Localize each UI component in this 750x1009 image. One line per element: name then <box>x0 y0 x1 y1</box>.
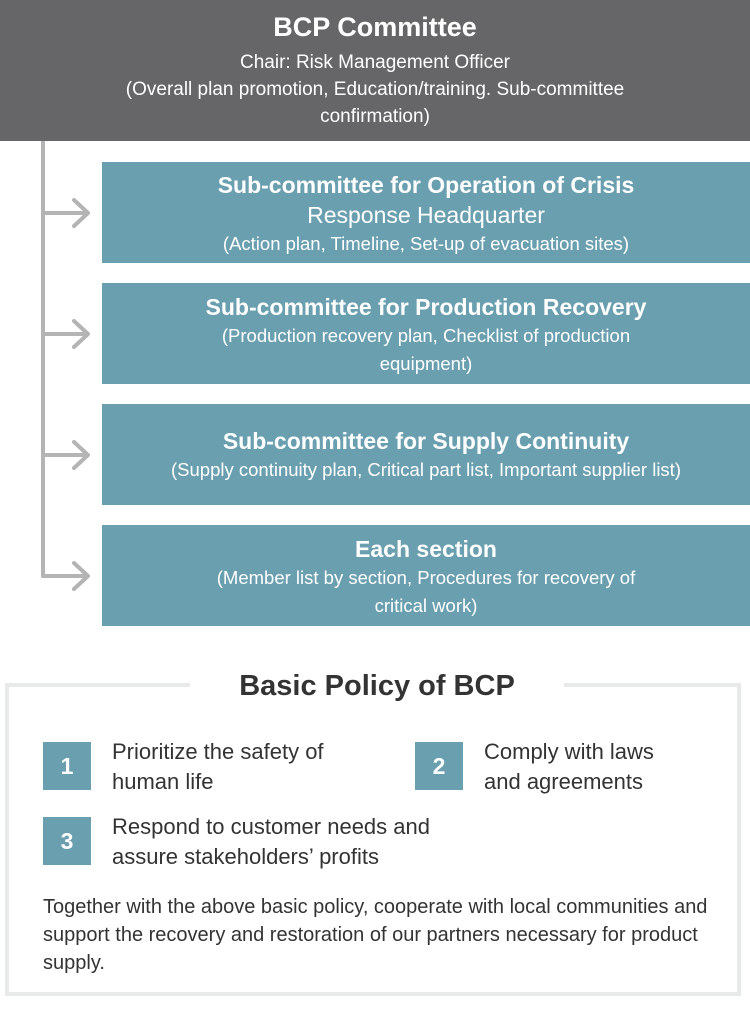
policy-item-3-line2: assure stakeholders’ profits <box>112 844 379 869</box>
basic-policy-title: Basic Policy of BCP <box>190 664 564 708</box>
subcommittee-supply-title: Sub-committee for Supply Continuity <box>222 428 630 454</box>
each-section-details-line1: (Member list by section, Procedures for … <box>216 567 636 588</box>
each-section-details-line2: critical work) <box>374 595 478 616</box>
subcommittee-crisis-title: Sub-committee for Operation of Crisis <box>217 172 635 198</box>
bcp-committee-roles-line2: confirmation) <box>320 106 430 127</box>
hierarchy-connector <box>41 141 90 591</box>
policy-item-1-text: Prioritize the safety of human life <box>112 737 324 797</box>
bcp-committee-title: BCP Committee <box>273 12 477 42</box>
subcommittee-production-title: Sub-committee for Production Recovery <box>205 294 647 320</box>
bcp-committee-chair: Chair: Risk Management Officer <box>240 52 510 73</box>
subcommittee-crisis-details: (Action plan, Timeline, Set-up of evacua… <box>222 233 630 254</box>
policy-item-3-line1: Respond to customer needs and <box>112 814 430 839</box>
each-section-box: Each section (Member list by section, Pr… <box>102 525 750 626</box>
bcp-committee-roles-line1: (Overall plan promotion, Education/train… <box>125 79 625 100</box>
policy-item-3-text: Respond to customer needs and assure sta… <box>112 812 430 872</box>
policy-number-3-badge: 3 <box>43 817 91 865</box>
policy-item-1-line1: Prioritize the safety of <box>112 739 324 764</box>
subcommittee-crisis-box: Sub-committee for Operation of Crisis Re… <box>102 162 750 263</box>
policy-item-2-line1: Comply with laws <box>484 739 654 764</box>
policy-item-1-line2: human life <box>112 769 214 794</box>
policy-item-2-text: Comply with laws and agreements <box>484 737 654 797</box>
subcommittee-production-box: Sub-committee for Production Recovery (P… <box>102 283 750 384</box>
each-section-title: Each section <box>355 536 497 562</box>
subcommittee-crisis-subtitle: Response Headquarter <box>307 202 545 228</box>
policy-closing-text: Together with the above basic policy, co… <box>43 896 708 974</box>
subcommittee-supply-details: (Supply continuity plan, Critical part l… <box>171 459 681 480</box>
subcommittee-production-details-line2: equipment) <box>379 353 473 374</box>
policy-number-2-badge: 2 <box>415 742 463 790</box>
bcp-committee-box: BCP Committee Chair: Risk Management Off… <box>0 0 750 141</box>
subcommittee-production-details-line1: (Production recovery plan, Checklist of … <box>221 325 631 346</box>
policy-number-1-badge: 1 <box>43 742 91 790</box>
subcommittee-supply-box: Sub-committee for Supply Continuity (Sup… <box>102 404 750 505</box>
policy-item-2-line2: and agreements <box>484 769 643 794</box>
